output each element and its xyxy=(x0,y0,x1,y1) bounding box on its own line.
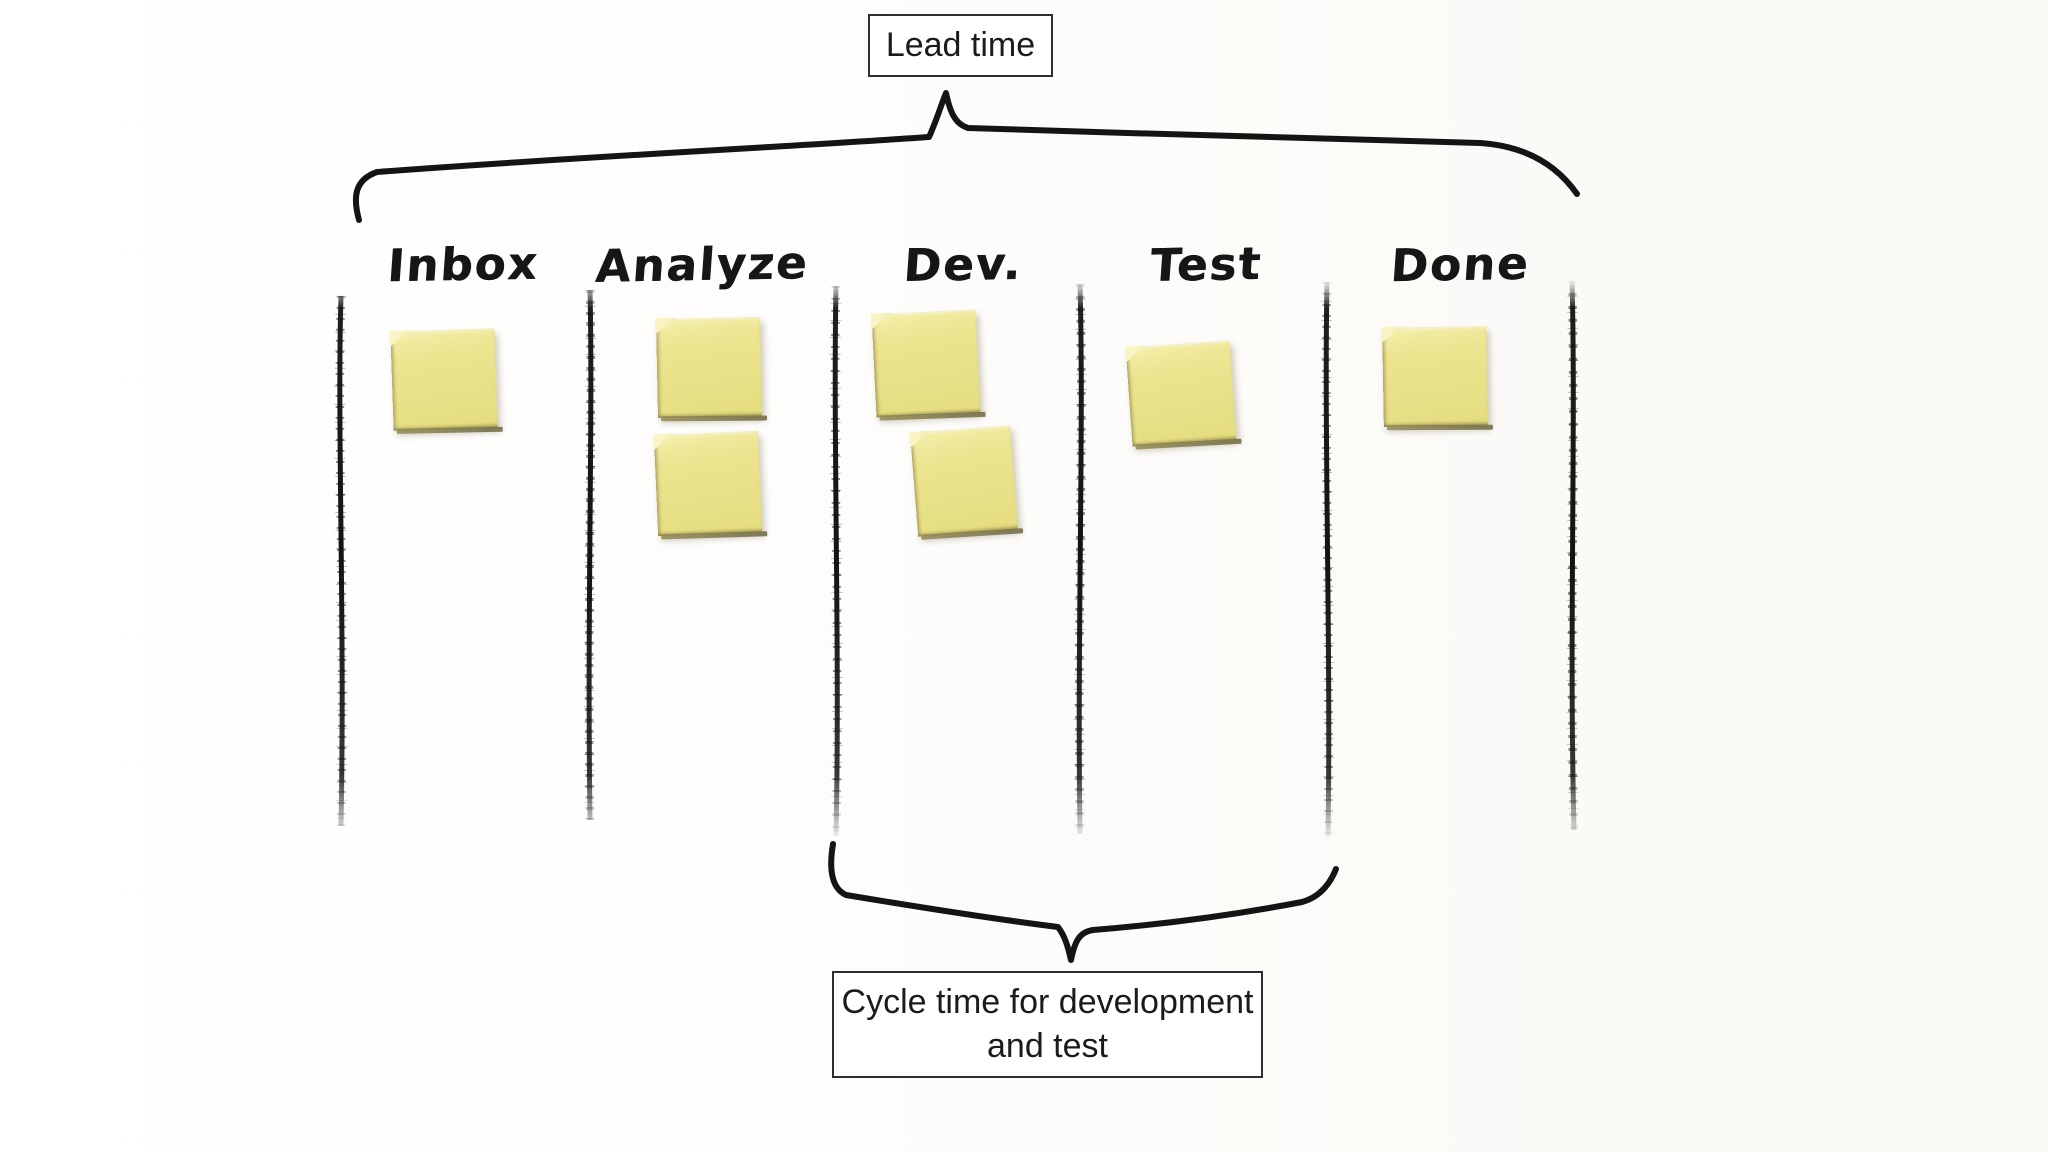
sticky-note-test-1 xyxy=(1125,340,1237,447)
sticky-note-done-1 xyxy=(1382,326,1488,427)
cycle-time-label-box: Cycle time for development and test xyxy=(832,971,1263,1078)
column-header-inbox: Inbox xyxy=(385,236,541,293)
sticky-note-dev-2 xyxy=(910,425,1018,537)
column-header-done: Done xyxy=(1388,236,1532,293)
column-header-analyze: Analyze xyxy=(593,236,811,293)
column-divider-line xyxy=(1566,279,1580,831)
sticky-note-analyze-1 xyxy=(655,316,763,419)
cycle-time-label-line1: Cycle time for development xyxy=(841,982,1254,1021)
column-divider-line xyxy=(1073,283,1087,835)
lead-time-brace xyxy=(352,90,1580,223)
column-header-test: Test xyxy=(1148,237,1264,292)
cycle-time-label-line2: and test xyxy=(987,1026,1108,1065)
column-divider-lines xyxy=(334,279,1580,838)
lead-time-label-box: Lead time xyxy=(868,14,1053,77)
column-header-dev: Dev. xyxy=(901,236,1025,293)
lead-time-label: Lead time xyxy=(885,25,1036,64)
column-divider-line xyxy=(583,289,597,821)
column-divider-line xyxy=(1320,281,1335,838)
sticky-note-analyze-2 xyxy=(653,430,763,537)
column-divider-line xyxy=(334,295,348,827)
column-divider-line xyxy=(829,285,843,837)
sticky-note-inbox-1 xyxy=(390,328,498,431)
cycle-time-brace xyxy=(828,841,1339,963)
sticky-note-dev-1 xyxy=(871,309,981,418)
